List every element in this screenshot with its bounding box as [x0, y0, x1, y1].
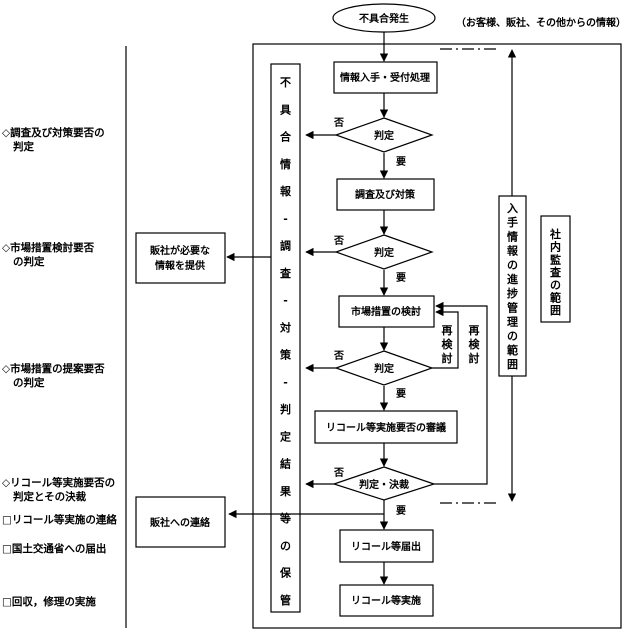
execute-box [339, 584, 434, 617]
progress-box [498, 195, 527, 377]
note-7: □回収，修理の実施 [2, 595, 96, 608]
recall-review-box [314, 410, 458, 444]
yes-label-3: 要 [396, 388, 406, 400]
audit-scope-frame [252, 43, 622, 629]
decision-3-diamond [334, 350, 434, 386]
intake-box [333, 61, 438, 94]
execute-label: リコール等実施 [351, 594, 421, 607]
recall-review-label: リコール等実施要否の審議 [326, 421, 446, 434]
recheck-loop-outer [434, 301, 488, 485]
dealer-contact-label: 販社への連絡 [150, 516, 211, 529]
no-label-3: 否 [333, 350, 344, 362]
note-3-line-1: ◇市場措置の提案要否 [2, 362, 105, 375]
note-6: □国土交通省への届出 [2, 542, 106, 555]
decision-2-diamond [334, 234, 434, 270]
decision-3-label: 判定 [374, 362, 394, 375]
dealer-info-box [135, 232, 226, 284]
report-box [339, 529, 434, 563]
dealer-info-line-2: 情報を提供 [155, 259, 205, 272]
dealer-contact-box [135, 496, 226, 548]
market-review-label: 市場措置の検討 [351, 305, 421, 318]
progress-vertical-text: 入手情報の進捗管理の範囲 [507, 202, 519, 371]
note-1-line-2: 判定 [13, 140, 34, 153]
yes-label-2: 要 [396, 272, 406, 284]
no-label-1: 否 [333, 117, 344, 129]
note-5: □リコール等実施の連絡 [2, 513, 117, 526]
note-2-line-2: の判定 [13, 255, 45, 268]
records-box [270, 63, 301, 613]
dealer-info-line-1: 販社が必要な [150, 244, 210, 257]
recheck-label-inner: 再検討 [442, 324, 454, 365]
note-4-line-1: ◇リコール等実施要否の [2, 476, 115, 489]
no-label-4: 否 [333, 467, 344, 479]
decision-1-diamond [334, 117, 434, 153]
intake-label: 情報入手・受付処理 [340, 71, 430, 84]
note-4-line-2: 判定とその決裁 [13, 490, 87, 503]
note-1-line-1: ◇調査及び対策要否の [2, 126, 105, 139]
recheck-label-outer: 再検討 [469, 324, 481, 365]
market-review-box [338, 295, 435, 328]
note-2-line-1: ◇市場措置検討要否 [2, 241, 95, 254]
yes-label-1: 要 [396, 156, 406, 168]
investigation-label: 調査及び対策 [355, 188, 416, 201]
source-note: （お客様、販社、その他からの情報） [456, 16, 626, 29]
audit-vertical-text: 社内監査の範囲 [549, 227, 561, 317]
report-label: リコール等届出 [351, 540, 421, 553]
decision-1-label: 判定 [374, 129, 394, 142]
records-vertical-text: 不具合情報-調査-対策-判定結果等の保管 [279, 76, 292, 607]
recheck-loop-inner [432, 307, 459, 369]
decision-4-label: 判定・決裁 [359, 478, 409, 491]
start-label: 不具合発生 [359, 12, 409, 25]
no-label-2: 否 [333, 235, 344, 247]
note-3-line-2: の判定 [13, 376, 45, 389]
yes-label-4: 要 [396, 505, 406, 517]
investigation-box [336, 178, 435, 211]
audit-box [540, 215, 571, 323]
decision-4-diamond [332, 466, 436, 501]
decision-2-label: 判定 [374, 246, 394, 259]
